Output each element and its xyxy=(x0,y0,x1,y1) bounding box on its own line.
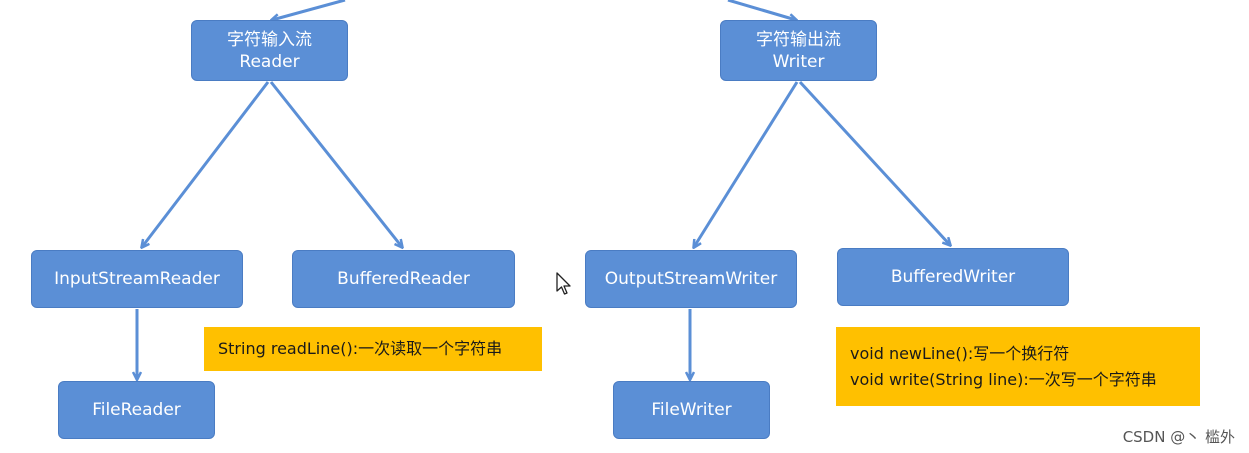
node-bufferedwriter-label: BufferedWriter xyxy=(890,267,1016,287)
arrow-into-writer xyxy=(727,0,796,20)
mouse-pointer-icon xyxy=(556,272,571,295)
arrow-writer-to-bufferedwriter xyxy=(798,80,950,245)
arrow-into-reader xyxy=(272,0,346,20)
node-writer: 字符输出流 Writer xyxy=(720,20,877,81)
node-reader: 字符输入流 Reader xyxy=(191,20,348,81)
note-bufferedreader-methods: String readLine():一次读取一个字符串 xyxy=(204,327,542,371)
arrow-reader-to-inputstreamreader xyxy=(142,81,270,247)
node-outputstreamwriter-label: OutputStreamWriter xyxy=(604,269,778,289)
node-inputstreamreader-label: InputStreamReader xyxy=(54,269,220,289)
node-filereader-label: FileReader xyxy=(92,400,181,420)
node-reader-title-en: Reader xyxy=(239,51,300,72)
node-reader-title-cn: 字符输入流 xyxy=(227,29,312,50)
arrow-reader-to-bufferedreader xyxy=(269,81,402,247)
node-writer-title-en: Writer xyxy=(772,51,825,72)
node-filereader: FileReader xyxy=(58,381,215,439)
node-outputstreamwriter: OutputStreamWriter xyxy=(585,250,797,308)
node-bufferedreader-label: BufferedReader xyxy=(337,269,470,289)
node-writer-title-cn: 字符输出流 xyxy=(756,29,841,50)
watermark: CSDN @丶 槛外 xyxy=(1122,428,1235,446)
note-write-text: void write(String line):一次写一个字符串 xyxy=(850,369,1157,389)
node-filewriter-label: FileWriter xyxy=(651,400,732,420)
arrow-writer-to-outputstreamwriter xyxy=(694,81,799,247)
node-inputstreamreader: InputStreamReader xyxy=(31,250,243,308)
note-bufferedwriter-methods: void newLine():写一个换行符 void write(String … xyxy=(836,327,1200,406)
node-filewriter: FileWriter xyxy=(613,381,770,439)
note-readline-text: String readLine():一次读取一个字符串 xyxy=(218,339,503,358)
node-bufferedreader: BufferedReader xyxy=(292,250,515,308)
node-bufferedwriter: BufferedWriter xyxy=(837,248,1069,306)
note-newline-text: void newLine():写一个换行符 xyxy=(850,343,1070,363)
